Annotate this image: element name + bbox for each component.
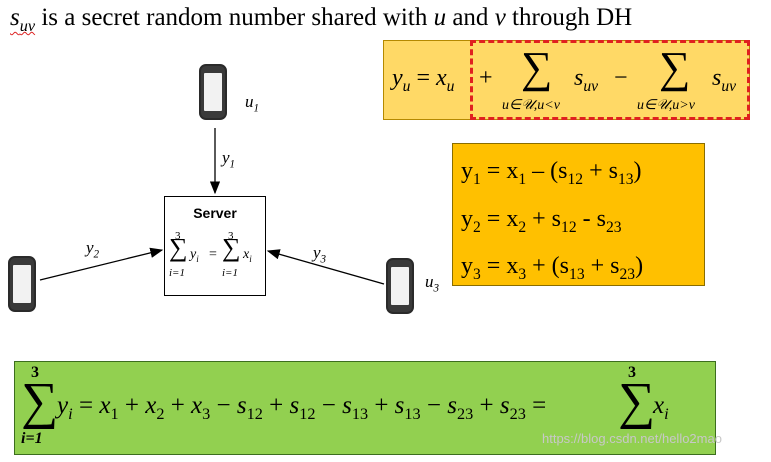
label-y3: y3 xyxy=(313,243,327,266)
bottom-term: x xyxy=(191,392,203,419)
sum1-index: u∈𝒰,u<v xyxy=(502,98,560,113)
diagram-title: suv is a secret random number shared wit… xyxy=(10,4,633,35)
y2-equation: y2 = x2 + s12 - s23 xyxy=(461,206,622,236)
bottom-rhs-terms: = x1 + x2 + x3 − s12 + s12 − s13 + s13 −… xyxy=(79,392,547,423)
sum1-sigma: ∑ xyxy=(521,43,553,92)
y1-equation: y1 = x1 – (s12 + s13) xyxy=(461,158,642,188)
bottom-lhs-y: yi xyxy=(57,392,73,423)
eq-lhs: yu = xu xyxy=(392,65,455,95)
masked-values-box: y1 = x1 – (s12 + s13) y2 = x2 + s12 - s2… xyxy=(452,143,705,286)
phone-u3-icon xyxy=(386,258,414,314)
eq-plus: + xyxy=(479,65,493,91)
bottom-sigma-right: ∑ xyxy=(618,373,656,430)
mask-highlight-box xyxy=(470,40,750,120)
sum2-index: u∈𝒰,u>v xyxy=(637,98,695,113)
watermark: https://blog.csdn.net/hello2mao xyxy=(542,431,722,446)
server-label: Server xyxy=(193,205,237,221)
server-sum-x: xi xyxy=(243,247,252,264)
label-y1: y1 xyxy=(222,148,236,171)
y3-equation: y3 = x3 + (s13 + s23) xyxy=(461,253,644,283)
title-s: suv xyxy=(10,4,36,35)
bottom-op: − xyxy=(315,392,343,419)
bottom-op: − xyxy=(420,392,448,419)
bottom-term: s xyxy=(289,392,300,419)
eq-minus: − xyxy=(614,65,628,91)
bottom-term: x xyxy=(99,392,111,419)
phone-u1-icon xyxy=(199,64,227,120)
bottom-term: x xyxy=(145,392,157,419)
arrow-u2-server xyxy=(39,247,164,281)
bottom-op: − xyxy=(210,392,237,419)
phone-u2-icon xyxy=(8,256,36,312)
arrow-u3-server xyxy=(266,249,385,285)
bottom-op: + xyxy=(368,392,395,419)
bottom-term: s xyxy=(236,392,247,419)
bottom-rhs-x: xi xyxy=(653,392,669,423)
bottom-op: + xyxy=(262,392,290,419)
bottom-term: s xyxy=(499,392,510,419)
label-u3: u3 xyxy=(425,272,440,295)
server-sigma-x: ∑ xyxy=(222,233,241,262)
bottom-op: = xyxy=(79,392,100,419)
server-box: Server 3 ∑ i=1 yi = 3 ∑ i=1 xi xyxy=(164,196,266,296)
sum-cancellation-equation: 3 ∑ i=1 yi = x1 + x2 + x3 − s12 + s12 − … xyxy=(14,361,716,455)
sum2-sigma: ∑ xyxy=(659,43,691,92)
masked-input-equation: yu = xu + ∑ u∈𝒰,u<v suv − ∑ u∈𝒰,u>v suv xyxy=(383,40,750,120)
label-u1: u1 xyxy=(245,92,260,115)
bottom-op: + xyxy=(473,392,500,419)
bottom-term: s xyxy=(394,392,405,419)
server-sum-y: yi xyxy=(190,247,199,264)
label-y2: y2 xyxy=(86,238,100,261)
bottom-op: + xyxy=(164,392,192,419)
bottom-op: + xyxy=(118,392,146,419)
bottom-term: s xyxy=(342,392,352,419)
bottom-sigma-left: ∑ xyxy=(21,373,59,430)
sum2-term: suv xyxy=(712,65,737,95)
bottom-term: s xyxy=(447,392,457,419)
bottom-final-eq: = xyxy=(525,392,547,419)
server-sigma-y: ∑ xyxy=(169,233,188,262)
sum1-term: suv xyxy=(574,65,599,95)
